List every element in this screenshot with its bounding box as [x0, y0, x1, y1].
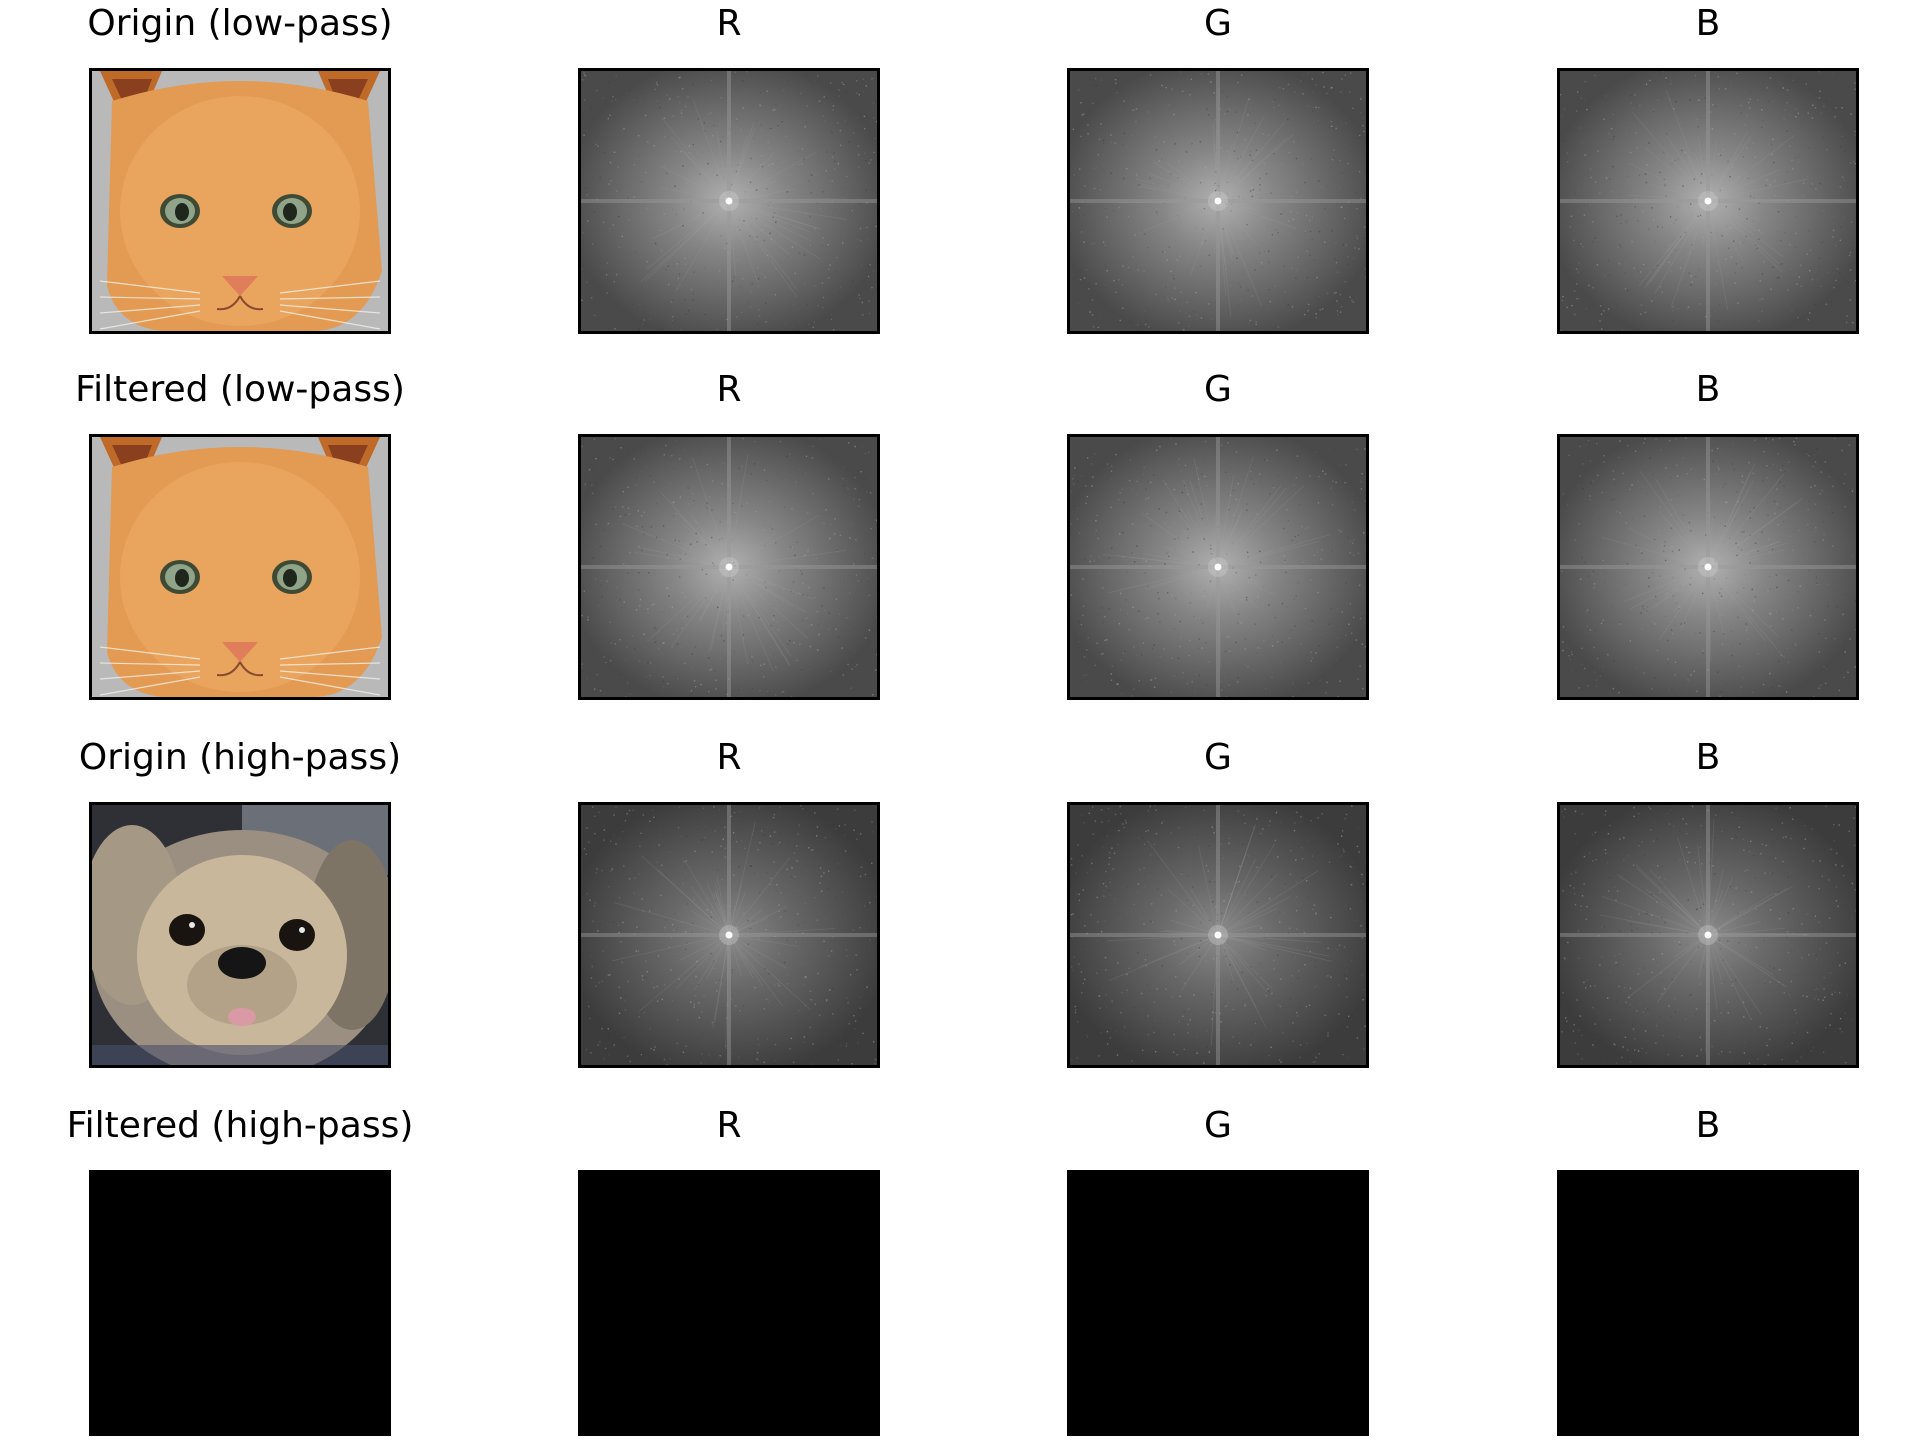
r-spectrum-image [578, 68, 880, 334]
cat-image [89, 434, 391, 700]
g-spectrum-image [1067, 802, 1369, 1068]
b-spectrum-image [1557, 434, 1859, 700]
row-4-b-title: B [1695, 1105, 1721, 1146]
r-spectrum-image [578, 434, 880, 700]
row-1-g-title: G [1204, 3, 1232, 44]
row-3-b-title: B [1695, 737, 1721, 778]
row-4-g-title: G [1204, 1105, 1232, 1146]
filtered-black-image [89, 1170, 391, 1436]
row-1-b-title: B [1695, 3, 1721, 44]
b-black-image [1557, 1170, 1859, 1436]
r-spectrum-image [578, 802, 880, 1068]
dog-image [89, 802, 391, 1068]
row-1-image-title: Origin (low-pass) [87, 3, 393, 44]
row-4-image-title: Filtered (high-pass) [66, 1105, 414, 1146]
cat-image [89, 68, 391, 334]
row-2-b-title: B [1695, 369, 1721, 410]
g-spectrum-image [1067, 68, 1369, 334]
row-2-image-title: Filtered (low-pass) [75, 369, 405, 410]
b-spectrum-image [1557, 68, 1859, 334]
row-3-g-title: G [1204, 737, 1232, 778]
row-3-image-title: Origin (high-pass) [78, 737, 402, 778]
row-4-r-title: R [716, 1105, 742, 1146]
g-spectrum-image [1067, 434, 1369, 700]
g-black-image [1067, 1170, 1369, 1436]
row-2-g-title: G [1204, 369, 1232, 410]
r-black-image [578, 1170, 880, 1436]
row-3-r-title: R [716, 737, 742, 778]
row-1-r-title: R [716, 3, 742, 44]
row-2-r-title: R [716, 369, 742, 410]
b-spectrum-image [1557, 802, 1859, 1068]
